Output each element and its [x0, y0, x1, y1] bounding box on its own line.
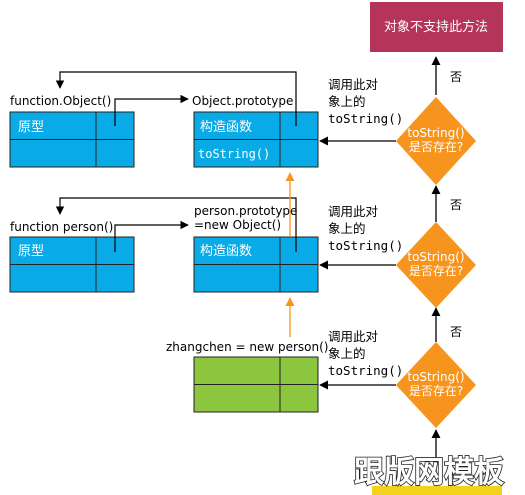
- watermark-logo: 跟版网模板: [354, 455, 504, 490]
- question-3-line2: 象上的: [328, 346, 366, 361]
- person-constructor-link: [55, 197, 297, 252]
- question-1-line1: 调用此对: [328, 77, 378, 92]
- question-2-line2: 象上的: [328, 221, 366, 236]
- instance-box: [193, 356, 319, 413]
- person-proto-box: [193, 236, 319, 293]
- question-2-line3: toString(): [328, 238, 403, 253]
- person-ctor-box: [9, 236, 135, 293]
- object-ctor-cell: 原型: [18, 120, 44, 135]
- not-supported-label: 对象不支持此方法: [384, 19, 488, 35]
- not-supported-box: [370, 2, 503, 52]
- person-proto-title-line2: =new Object(): [194, 218, 281, 232]
- question-1-line2: 象上的: [328, 94, 366, 109]
- object-constructor-link: [55, 71, 297, 126]
- no-label-2: 否: [450, 198, 462, 212]
- object-proto-box: [193, 111, 319, 168]
- object-proto-link: [114, 94, 189, 126]
- diamond-1-line2: 是否存在?: [409, 140, 463, 154]
- diamond-1-line1: toString(): [407, 126, 464, 140]
- question-3-line3: toString(): [328, 363, 403, 378]
- object-proto-title: Object.prototype: [192, 94, 293, 108]
- watermark-strip: [372, 486, 502, 495]
- decision-diamond-1: [396, 97, 476, 185]
- person-proto-link: [114, 220, 189, 252]
- decision-diamond-2: [396, 222, 476, 308]
- instance-title: zhangchen = new person(): [166, 340, 328, 354]
- no-label-3: 否: [450, 325, 462, 339]
- question-2-line1: 调用此对: [328, 204, 378, 219]
- diamond-2-line1: toString(): [407, 250, 464, 264]
- decision-diamond-3: [396, 342, 476, 428]
- diamond-3-line1: toString(): [407, 370, 464, 384]
- person-proto-cell: 构造函数: [200, 244, 252, 259]
- object-proto-cell: 构造函数: [200, 120, 252, 135]
- question-1-line3: toString(): [328, 111, 403, 126]
- person-ctor-cell: 原型: [18, 244, 44, 259]
- diamond-2-line2: 是否存在?: [409, 264, 463, 278]
- person-proto-title-line1: person.prototype: [194, 204, 297, 218]
- no-label-1: 否: [450, 70, 462, 84]
- object-proto-method: toString(): [198, 147, 270, 161]
- object-ctor-title: function.Object(): [10, 94, 111, 108]
- object-ctor-box: [9, 111, 135, 168]
- question-3-line1: 调用此对: [328, 329, 378, 344]
- person-ctor-title: function person(): [10, 220, 113, 234]
- diamond-3-line2: 是否存在?: [409, 384, 463, 398]
